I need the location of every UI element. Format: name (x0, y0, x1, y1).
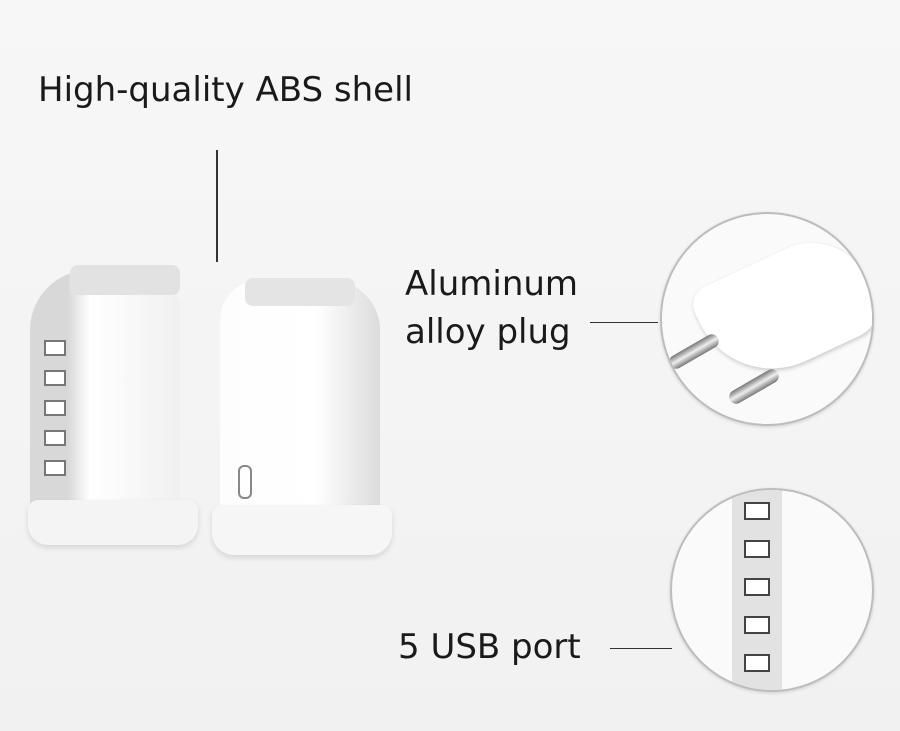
shell-callout-line (216, 150, 218, 262)
plug-detail-circle (660, 212, 874, 426)
usb-detail-circle (670, 488, 874, 692)
plug-callout-line (590, 322, 658, 323)
plug-label-line1: Aluminum (405, 264, 579, 304)
plug-label-line2: alloy plug (405, 312, 571, 352)
usb-callout-line (610, 648, 672, 649)
usb-label: 5 USB port (398, 627, 581, 667)
shell-label: High-quality ABS shell (38, 70, 413, 110)
